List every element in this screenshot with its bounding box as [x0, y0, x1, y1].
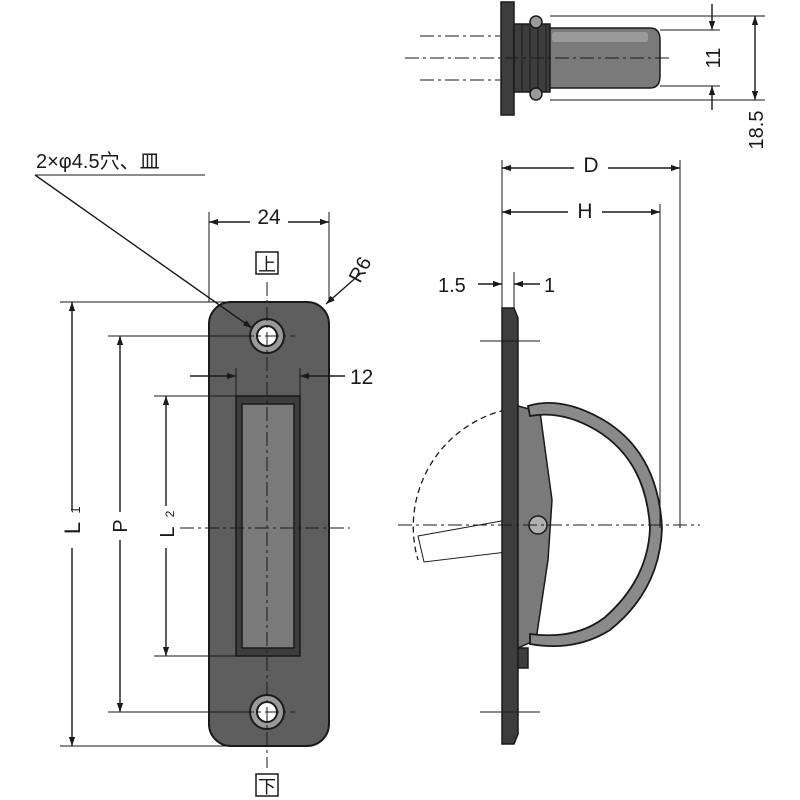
- dim-12-label: 12: [350, 366, 373, 389]
- dim-D-label: D: [583, 154, 598, 177]
- top-mark: 上: [258, 255, 276, 275]
- dim-L1-label: L: [60, 522, 85, 534]
- radius-label: R6: [345, 253, 376, 286]
- dim-1-label: 1: [544, 275, 555, 297]
- dim-H-label: H: [577, 200, 592, 223]
- dim-L2-label: L: [157, 526, 179, 537]
- side-view: D H 1.5 1: [398, 150, 700, 745]
- front-view: 上 下 24 2×φ4.5穴、皿 R6 12 L 1: [34, 150, 376, 797]
- side-view-ring: [526, 401, 663, 647]
- dim-P-label: P: [110, 519, 132, 532]
- dim-1-5-label: 1.5: [438, 275, 466, 297]
- bottom-mark-box: [255, 773, 279, 797]
- bottom-mark: 下: [258, 777, 276, 797]
- dim-L2-subscript: 2: [163, 510, 177, 517]
- dim-18-5-label: 18.5: [746, 111, 768, 150]
- dim-11-label: 11: [703, 48, 725, 69]
- top-mark-box: [255, 251, 279, 275]
- hole-note: 2×φ4.5穴、皿: [36, 150, 160, 173]
- dim-24-label: 24: [257, 206, 281, 229]
- top-view: 11 18.5: [405, 1, 768, 150]
- side-view-plate: [501, 307, 519, 745]
- dim-L1-subscript: 1: [68, 506, 83, 513]
